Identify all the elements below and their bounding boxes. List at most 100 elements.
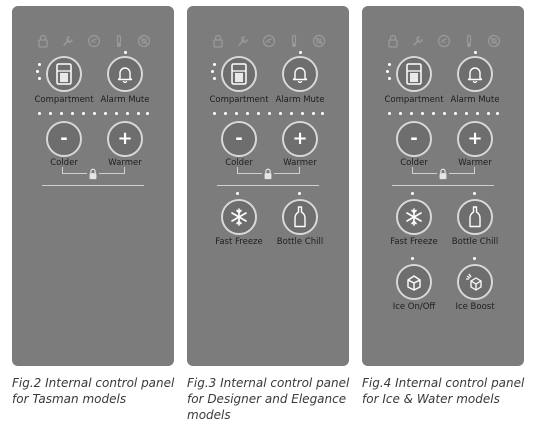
level-dot bbox=[421, 112, 424, 115]
ice-on-off-indicator-dot bbox=[411, 257, 414, 260]
lock-combo-icon bbox=[262, 167, 274, 181]
ice-boost-indicator-dot bbox=[473, 257, 476, 260]
warmer-label: Warmer bbox=[108, 158, 142, 168]
vacation-icon bbox=[87, 34, 101, 48]
figure-caption: Fig.3 Internal control panel for Designe… bbox=[187, 376, 350, 422]
level-dot bbox=[126, 112, 129, 115]
plus-icon: + bbox=[467, 128, 483, 149]
compartment-icon bbox=[56, 63, 72, 85]
control-panel-ice-water: Compartment Alarm Mute - + Colder Warmer… bbox=[362, 6, 524, 366]
bottle-icon bbox=[293, 206, 307, 228]
level-dot bbox=[246, 112, 249, 115]
control-panel-designer-elegance: Compartment Alarm Mute - + Colder Warmer… bbox=[187, 6, 349, 366]
level-dot bbox=[279, 112, 282, 115]
compartment-label: Compartment bbox=[384, 95, 444, 105]
bell-icon bbox=[116, 65, 134, 83]
level-dot bbox=[224, 112, 227, 115]
bottle-chill-indicator-dot bbox=[473, 192, 476, 195]
fast-freeze-indicator-dot bbox=[236, 192, 239, 195]
alarm-mute-button[interactable] bbox=[107, 56, 143, 92]
compartment-indicator-dot bbox=[38, 77, 41, 80]
level-dot bbox=[71, 112, 74, 115]
bell-icon bbox=[466, 65, 484, 83]
warmer-button[interactable]: + bbox=[107, 121, 143, 157]
level-dot bbox=[410, 112, 413, 115]
temperature-icon bbox=[462, 34, 476, 48]
level-dot bbox=[257, 112, 260, 115]
colder-button[interactable]: - bbox=[396, 121, 432, 157]
wrench-icon bbox=[61, 34, 75, 48]
compartment-label: Compartment bbox=[34, 95, 94, 105]
fast-freeze-button[interactable] bbox=[396, 199, 432, 235]
fast-freeze-label: Fast Freeze bbox=[390, 237, 438, 247]
warmer-button[interactable]: + bbox=[282, 121, 318, 157]
ice-on-off-button[interactable] bbox=[396, 264, 432, 300]
minus-icon: - bbox=[60, 128, 68, 149]
vacation-icon bbox=[262, 34, 276, 48]
colder-button[interactable]: - bbox=[221, 121, 257, 157]
level-dot bbox=[301, 112, 304, 115]
alarm-mute-label: Alarm Mute bbox=[450, 95, 500, 105]
minus-icon: - bbox=[410, 128, 418, 149]
bottle-chill-button[interactable] bbox=[457, 199, 493, 235]
warmer-label: Warmer bbox=[283, 158, 317, 168]
ice-boost-button[interactable] bbox=[457, 264, 493, 300]
plus-icon: + bbox=[292, 128, 308, 149]
status-icons-row bbox=[386, 34, 502, 50]
divider-line bbox=[42, 185, 144, 186]
temperature-icon bbox=[112, 34, 126, 48]
fast-freeze-indicator-dot bbox=[411, 192, 414, 195]
level-dot bbox=[496, 112, 499, 115]
colder-label: Colder bbox=[400, 158, 428, 168]
level-dot bbox=[235, 112, 238, 115]
level-dot bbox=[443, 112, 446, 115]
compartment-button[interactable] bbox=[221, 56, 257, 92]
bottle-chill-button[interactable] bbox=[282, 199, 318, 235]
warmer-button[interactable]: + bbox=[457, 121, 493, 157]
colder-button[interactable]: - bbox=[46, 121, 82, 157]
level-dot bbox=[115, 112, 118, 115]
compartment-button[interactable] bbox=[46, 56, 82, 92]
status-icons-row bbox=[36, 34, 152, 50]
level-dot bbox=[146, 112, 149, 115]
bottle-chill-label: Bottle Chill bbox=[451, 237, 499, 247]
alarm-indicator-dot bbox=[124, 51, 127, 54]
level-dot bbox=[487, 112, 490, 115]
ice-boost-icon bbox=[464, 272, 486, 292]
compartment-indicator-dot bbox=[213, 63, 216, 66]
fast-freeze-button[interactable] bbox=[221, 199, 257, 235]
alarm-mute-label: Alarm Mute bbox=[100, 95, 150, 105]
bottle-chill-label: Bottle Chill bbox=[276, 237, 324, 247]
no-ice-icon bbox=[487, 34, 501, 48]
compartment-button[interactable] bbox=[396, 56, 432, 92]
control-panel-tasman: Compartment Alarm Mute - + Colder Warmer bbox=[12, 6, 174, 366]
bell-icon bbox=[291, 65, 309, 83]
no-ice-icon bbox=[137, 34, 151, 48]
colder-label: Colder bbox=[50, 158, 78, 168]
bottle-chill-indicator-dot bbox=[298, 192, 301, 195]
level-dot bbox=[268, 112, 271, 115]
fast-freeze-label: Fast Freeze bbox=[215, 237, 263, 247]
divider-line bbox=[392, 185, 494, 186]
alarm-mute-button[interactable] bbox=[282, 56, 318, 92]
ice-on-off-label: Ice On/Off bbox=[392, 302, 436, 312]
level-dot bbox=[465, 112, 468, 115]
alarm-mute-button[interactable] bbox=[457, 56, 493, 92]
wrench-icon bbox=[236, 34, 250, 48]
compartment-indicator-dot bbox=[211, 70, 214, 73]
lock-combo-icon bbox=[87, 167, 99, 181]
compartment-indicator-dot bbox=[388, 63, 391, 66]
compartment-indicator-dot bbox=[36, 70, 39, 73]
lock-icon bbox=[211, 34, 225, 48]
level-dot bbox=[213, 112, 216, 115]
level-dot bbox=[38, 112, 41, 115]
compartment-indicator-dot bbox=[386, 70, 389, 73]
level-dot bbox=[312, 112, 315, 115]
wrench-icon bbox=[411, 34, 425, 48]
vacation-icon bbox=[437, 34, 451, 48]
level-dot bbox=[49, 112, 52, 115]
divider-line bbox=[217, 185, 319, 186]
ice-cube-icon bbox=[404, 272, 424, 292]
warmer-label: Warmer bbox=[458, 158, 492, 168]
alarm-indicator-dot bbox=[474, 51, 477, 54]
